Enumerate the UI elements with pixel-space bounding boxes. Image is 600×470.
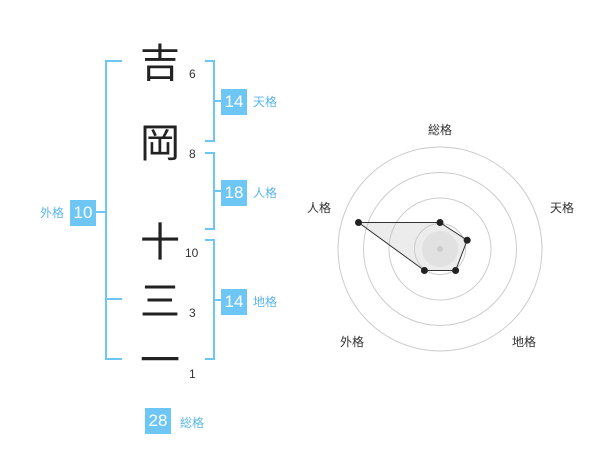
surname-char-1: 吉 <box>140 41 180 87</box>
surname-char-1-strokes: 6 <box>189 67 196 81</box>
surname-char-2: 岡 <box>140 121 180 167</box>
radar-label-tenkaku: 天格 <box>550 201 575 215</box>
radar-point-1 <box>463 236 471 244</box>
radar-point-3 <box>420 267 428 274</box>
tenkaku-value-badge: 14 <box>221 89 247 115</box>
jinkaku-value-badge: 18 <box>221 180 247 206</box>
radar-point-2 <box>452 267 460 274</box>
gaikaku-value-badge: 10 <box>70 200 96 226</box>
radar-ring-3 <box>363 172 517 326</box>
given-char-2: 三 <box>140 279 180 325</box>
radar-ring-2 <box>388 197 492 301</box>
chikaku-label: 地格 <box>253 295 278 309</box>
given-char-3-strokes: 1 <box>189 367 196 381</box>
radar-label-gaikaku: 外格 <box>340 335 365 349</box>
radar-point-0 <box>436 219 444 226</box>
radar-ring-4 <box>337 146 543 352</box>
radar-label-soukaku: 総格 <box>428 123 453 137</box>
tenkaku-label: 天格 <box>253 95 278 109</box>
gaikaku-label: 外格 <box>40 206 65 220</box>
soukaku-label: 総格 <box>180 416 205 430</box>
given-char-1: 十 <box>140 220 180 266</box>
soukaku-value-badge: 28 <box>145 408 171 434</box>
radar-point-4 <box>355 219 362 226</box>
radar-series-polygon <box>356 222 468 271</box>
given-char-2-strokes: 3 <box>189 306 196 320</box>
radar-label-jinkaku: 人格 <box>307 201 332 215</box>
chikaku-value-badge: 14 <box>221 289 247 315</box>
given-char-3: 一 <box>140 338 180 384</box>
jinkaku-label: 人格 <box>253 186 278 200</box>
gaikaku-bracket <box>105 60 122 360</box>
radar-center-dot <box>437 246 443 252</box>
radar-label-chikaku: 地格 <box>512 335 537 349</box>
given-char-1-strokes: 10 <box>185 246 199 260</box>
surname-char-2-strokes: 8 <box>189 147 196 161</box>
